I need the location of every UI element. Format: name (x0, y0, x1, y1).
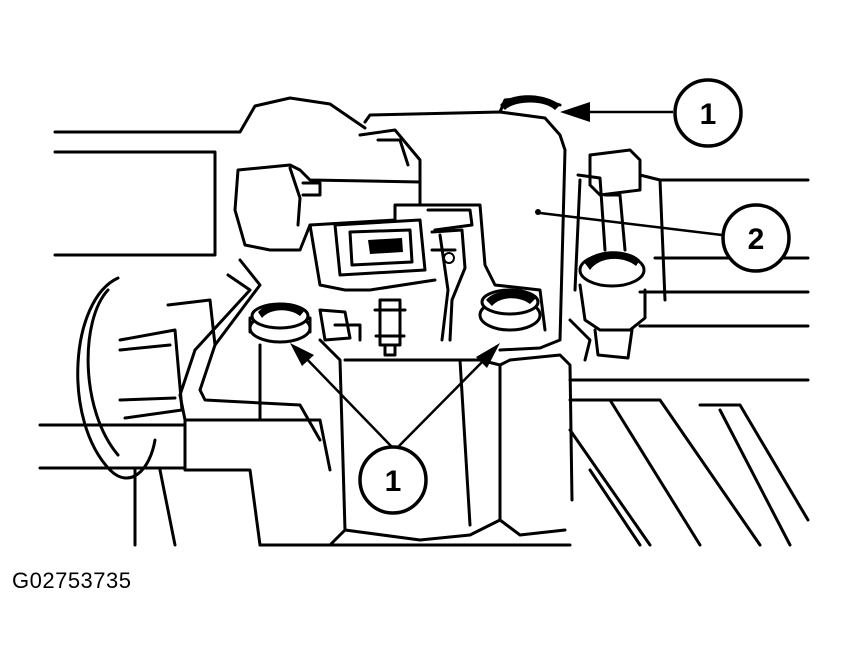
callout-2: 2 (721, 203, 791, 273)
figure-id-label: G02753735 (12, 568, 132, 593)
pulley (76, 276, 217, 480)
callout-1-bottom: 1 (358, 445, 428, 515)
arrowhead-right (476, 343, 500, 368)
fastener-caps (248, 95, 560, 344)
callout-1-bottom-label: 1 (385, 465, 402, 498)
callout-1-top: 1 (673, 78, 743, 148)
arrowhead-top (560, 102, 590, 122)
engine-background-structure (38, 96, 810, 547)
arrowhead-left (290, 343, 314, 366)
callout-leaders (290, 102, 723, 448)
callout-1-top-label: 1 (700, 98, 717, 131)
callout-2-label: 2 (748, 223, 765, 256)
right-sensor (568, 148, 667, 362)
module-housing (233, 95, 567, 357)
lower-housing (258, 338, 574, 547)
mounting-bracket (178, 258, 332, 547)
